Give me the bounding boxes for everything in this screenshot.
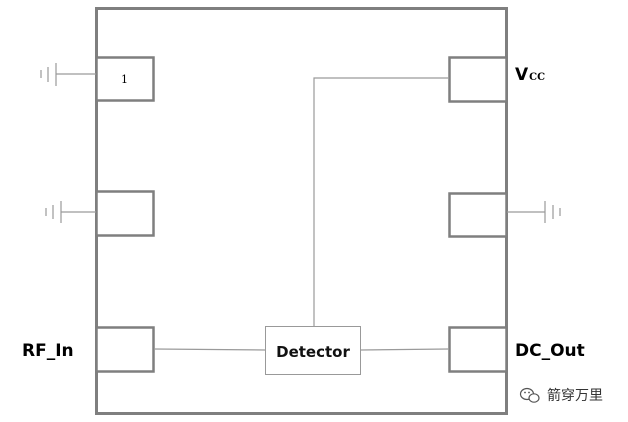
pin-dc-out [448, 326, 508, 373]
vcc-label-main: V [515, 65, 529, 85]
vcc-wire [313, 77, 449, 326]
dc-out-label: DC_Out [515, 341, 585, 361]
pin-1-number: 1 [121, 73, 128, 86]
wechat-icon [519, 387, 540, 403]
ground-icon [40, 63, 96, 86]
watermark-text: 箭穿万里 [547, 387, 603, 404]
pin-2 [95, 190, 155, 237]
pin-right-gnd [448, 192, 508, 238]
ground-icon [507, 201, 561, 223]
pin-1 [95, 56, 155, 102]
rf-wire [153, 348, 266, 351]
ground-icon [45, 201, 96, 223]
detector-block [265, 326, 361, 375]
watermark: 箭穿万里 [519, 387, 603, 404]
detector-label: Detector [276, 343, 350, 361]
pin-vcc [448, 56, 508, 103]
vcc-label-sub: CC [529, 72, 545, 83]
vcc-label: VCC [515, 65, 545, 85]
pin-rf-in [95, 326, 155, 373]
rf-in-label: RF_In [22, 341, 74, 361]
dc-wire [360, 348, 450, 351]
